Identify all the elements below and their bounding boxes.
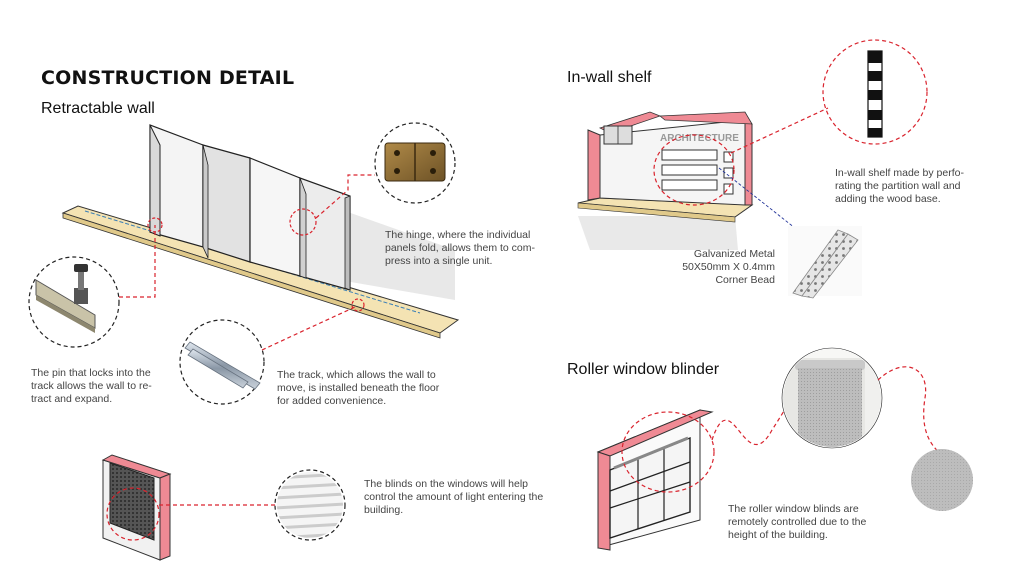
- track-caption: The track, which allows the wall to move…: [277, 369, 440, 407]
- track-callout: [179, 298, 365, 405]
- fabric-swatch-icon: [911, 449, 973, 511]
- blinds-slats-icon: [277, 472, 343, 538]
- in-wall-shelf-heading: In-wall shelf: [567, 69, 652, 86]
- architecture-wall-lettering: ARCHITECTURE: [660, 133, 739, 144]
- shelf-section-icon: [867, 50, 883, 138]
- hinge-callout: [289, 122, 456, 236]
- hinge-caption: The hinge, where the individual panels f…: [385, 229, 535, 267]
- retractable-wall-model: [61, 124, 460, 339]
- page-title: CONSTRUCTION DETAIL: [41, 67, 295, 89]
- in-wall-shelf-model: ARCHITECTURE: [577, 39, 928, 299]
- pin-caption: The pin that locks into the track allows…: [31, 367, 152, 405]
- roller-window-model: [596, 347, 973, 551]
- pin-icon: [35, 264, 96, 333]
- shelf-caption: In-wall shelf made by perfo-rating the p…: [835, 167, 964, 205]
- roller-window-blinder-heading: Roller window blinder: [567, 361, 720, 378]
- blinds-caption: The blinds on the windows will help cont…: [364, 478, 544, 516]
- hinge-icon: [384, 142, 446, 182]
- roller-blind-photo-icon: [783, 349, 881, 447]
- retractable-wall-heading: Retractable wall: [41, 100, 155, 117]
- corner-bead-caption: Galvanized Metal 50X50mm X 0.4mm Corner …: [682, 248, 775, 286]
- window-blinds-model: [101, 454, 346, 561]
- roller-caption: The roller window blinds are remotely co…: [728, 503, 867, 541]
- corner-bead-icon: [788, 226, 862, 299]
- pin-callout: [28, 217, 163, 348]
- track-rod-icon: [184, 341, 261, 390]
